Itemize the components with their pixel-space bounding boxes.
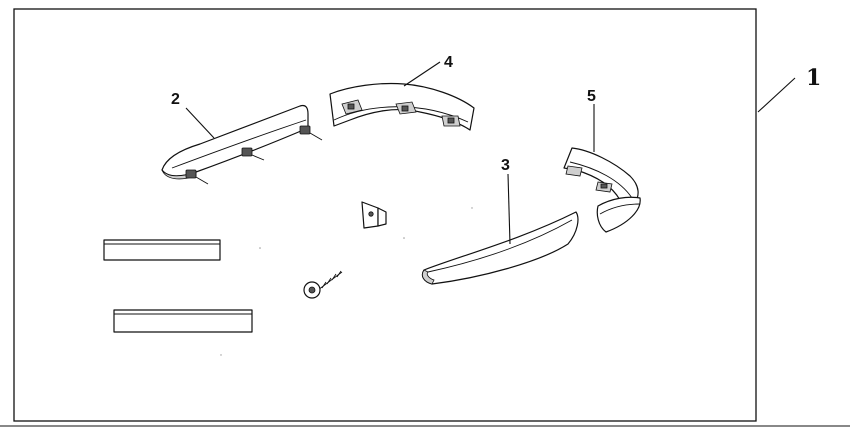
callout-1-label: 1: [806, 65, 821, 91]
clip-tab-2: [395, 101, 417, 115]
clip-tab-5: [595, 181, 613, 193]
kit-frame: [13, 8, 757, 422]
part-bracket: [361, 201, 387, 229]
callout-5: 5: [587, 88, 596, 152]
clip-tab-1: [341, 99, 363, 115]
stud-1: [185, 169, 209, 185]
part-left-corner: [329, 82, 475, 131]
callout-3-label: 3: [501, 157, 510, 174]
part-right-corner: [563, 147, 641, 233]
part-adhesive-strip-1: [103, 239, 221, 261]
part-rear-lip: [421, 211, 579, 285]
callout-4-label: 4: [444, 54, 453, 71]
callout-2: 2: [171, 91, 215, 139]
scan-specks: [220, 207, 473, 356]
callout-2-label: 2: [171, 91, 180, 108]
clip-tab-4: [565, 165, 583, 177]
callout-5-label: 5: [587, 88, 596, 105]
part-adhesive-strip-2: [113, 309, 253, 333]
part-front-lip: [161, 104, 323, 185]
part-screw: [303, 270, 343, 299]
clip-tab-3: [441, 115, 461, 127]
callout-3: 3: [501, 157, 511, 245]
callout-1: 1: [757, 65, 821, 113]
stud-2: [241, 147, 265, 161]
callout-4: 4: [403, 54, 453, 87]
stud-3: [299, 125, 323, 141]
